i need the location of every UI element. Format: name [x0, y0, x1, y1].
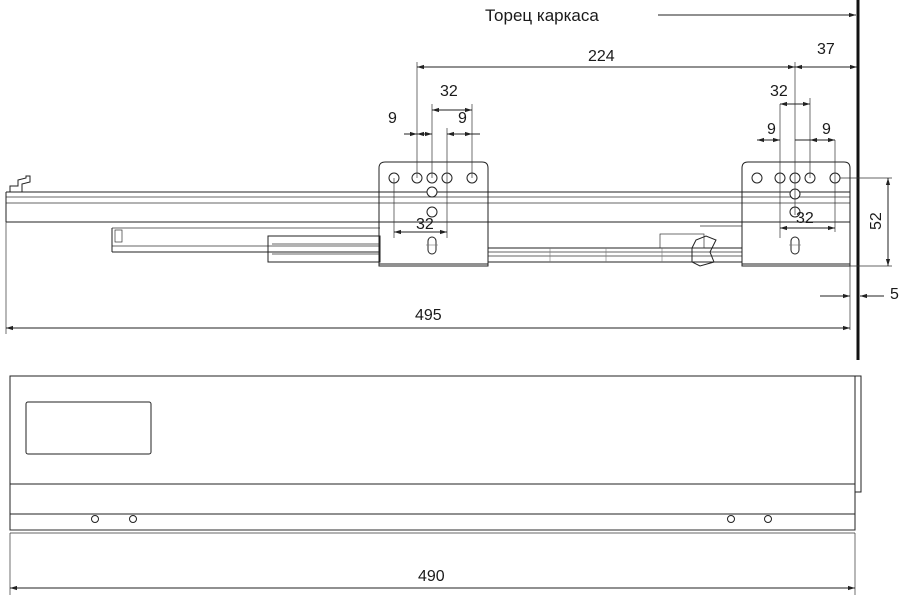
dim-9-left-a: 9	[388, 110, 397, 127]
slide-rail	[5, 175, 850, 267]
frame-end-label: Торец каркаса	[485, 6, 599, 25]
dim-32-right-top: 32	[770, 83, 788, 100]
dimension-52: 52	[840, 177, 892, 267]
dim-37-label: 37	[817, 41, 835, 58]
dim-32-right-inner: 32	[796, 210, 814, 227]
dimension-490: 490	[9, 533, 856, 595]
dim-52-label: 52	[868, 212, 885, 230]
dimension-495: 495	[5, 222, 850, 334]
dimension-5: 5	[820, 266, 899, 330]
dim-5-label: 5	[890, 286, 899, 303]
left-mounting-bracket	[378, 161, 489, 267]
dim-32-left-top: 32	[440, 83, 458, 100]
dim-9-right-b: 9	[822, 121, 831, 138]
dim-32-left-inner: 32	[416, 216, 434, 233]
drawer-front-view	[9, 375, 862, 534]
dim-490-label: 490	[418, 568, 445, 585]
dimension-37: 37	[795, 41, 857, 70]
dim-9-right-a: 9	[767, 121, 776, 138]
dim-224-label: 224	[588, 48, 615, 65]
right-bracket-dimensions: 32 9 9 32	[757, 83, 836, 238]
dimension-224: 224	[416, 48, 796, 215]
left-bracket-dimensions: 32 9 9 32	[388, 83, 480, 238]
dim-495-label: 495	[415, 307, 442, 324]
dim-9-left-b: 9	[458, 110, 467, 127]
